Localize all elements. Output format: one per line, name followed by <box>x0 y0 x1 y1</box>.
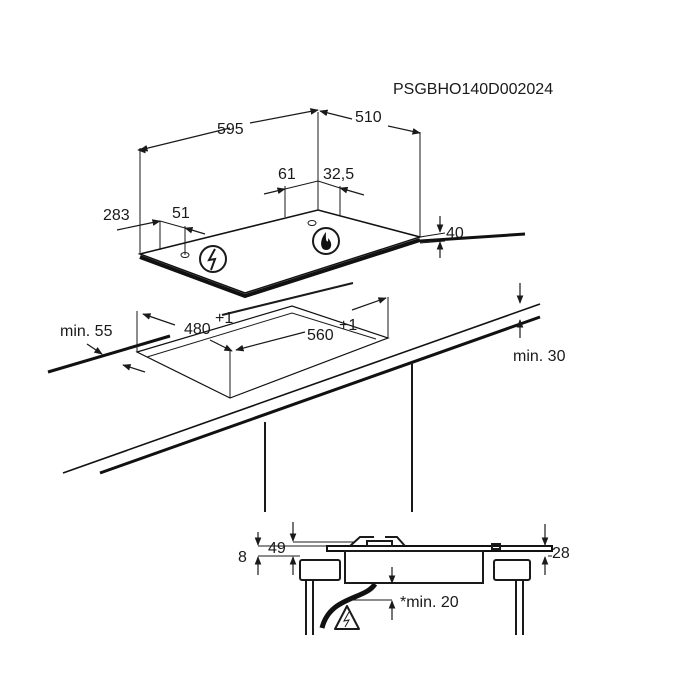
electric-connection-icon <box>199 245 227 273</box>
dim-32-5: 32,5 <box>323 166 354 183</box>
dim-min-front: min. 55 <box>60 323 113 340</box>
document-code: PSGBHO140D002024 <box>393 81 553 98</box>
power-cable <box>319 582 378 629</box>
worktop: 480 +1 560 +1 min. 55 min. 30 <box>47 232 566 512</box>
dim-depth: 510 <box>355 109 382 126</box>
dim-min-worktop: min. 30 <box>513 348 566 365</box>
dim-cutout-depth: 480 <box>184 321 211 338</box>
section-view: 8 49 28 *min. 20 <box>238 522 570 635</box>
dim-28: 28 <box>552 545 570 562</box>
dim-283: 283 <box>103 207 130 224</box>
gas-flame-icon <box>312 227 340 255</box>
electric-warning-icon <box>334 605 360 630</box>
dim-51: 51 <box>172 205 190 222</box>
dim-min-below: *min. 20 <box>400 594 459 611</box>
hob: 595 510 61 32,5 283 51 40 <box>103 108 464 299</box>
hob-edge <box>139 238 421 299</box>
dim-61: 61 <box>278 166 296 183</box>
cutout-width-tolerance: +1 <box>339 317 357 334</box>
dim-width: 595 <box>217 121 244 138</box>
dim-cutout-width: 560 <box>307 327 334 344</box>
dim-49: 49 <box>268 540 286 557</box>
cutout-depth-tolerance: +1 <box>215 310 233 327</box>
dim-8: 8 <box>238 549 247 566</box>
